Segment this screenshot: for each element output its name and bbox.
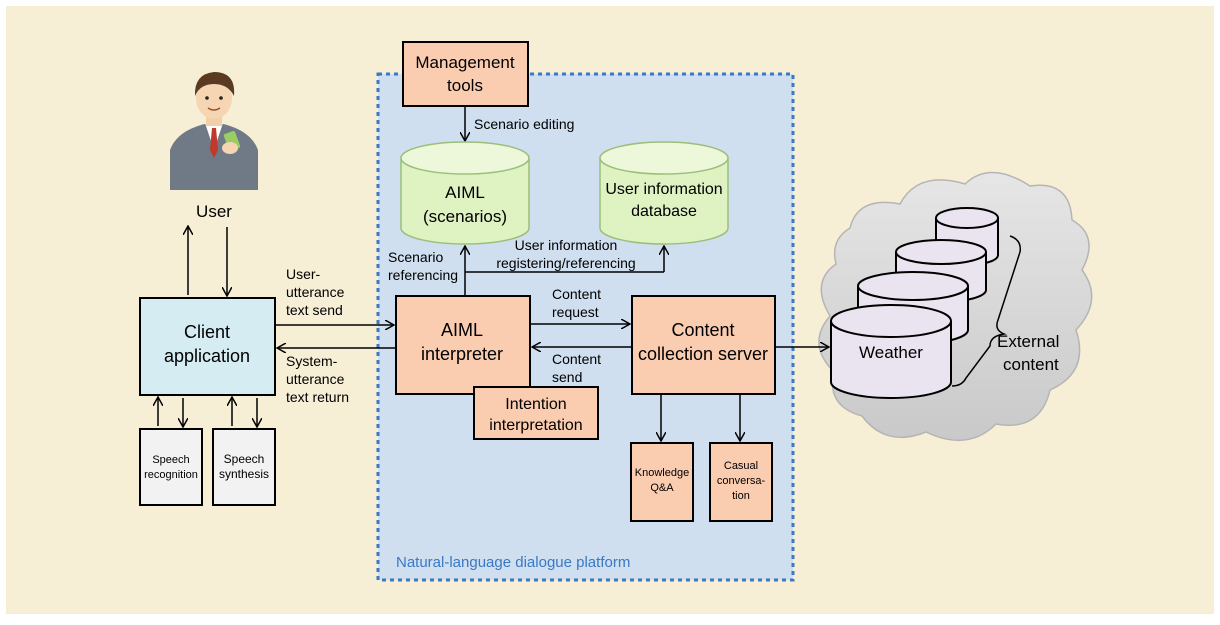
speech-synthesis-line1: Speech [224,452,265,466]
system-utterance-line1: System- [286,353,338,369]
speech-recognition-box [139,428,203,506]
management-line1: Management [415,53,515,72]
content-server-line1: Content [671,320,734,340]
content-send-line2: send [552,369,582,385]
speech-synthesis-box [212,428,276,506]
management-tools-box [402,41,529,107]
weather-cylinder [830,304,952,399]
client-label-line2: application [164,346,250,366]
content-request-line1: Content [552,286,601,302]
user-db-line1: User information [605,181,722,198]
user-utterance-line3: text send [286,302,343,318]
platform-label: Natural-language dialogue platform [396,554,630,571]
external-bracket [951,235,1022,387]
content-collection-server-box [631,295,776,395]
aiml-interpreter-box [395,295,531,395]
scenario-ref-line1: Scenario [388,249,443,265]
content-send-line1: Content [552,351,601,367]
external-line1: External [997,332,1059,351]
intention-interpretation-box [473,386,599,440]
user-info-ref-line2: registering/referencing [496,255,635,271]
aiml-db-line1: AIML [445,183,485,202]
knowledge-line2: Q&A [650,482,674,494]
casual-line2: conversa- [717,475,766,487]
management-line2: tools [447,76,483,95]
client-application-box [139,297,276,396]
speech-recognition-line2: recognition [144,469,198,481]
aiml-database-cylinder [400,141,530,245]
knowledge-qa-box [630,442,694,522]
speech-synthesis-line2: synthesis [219,467,269,481]
casual-line1: Casual [724,460,758,472]
user-label: User [196,202,232,221]
interpreter-line2: interpreter [421,344,503,364]
external-line2: content [1003,355,1059,374]
content-server-line2: collection server [638,344,768,364]
casual-conversation-box [709,442,773,522]
weather-label: Weather [859,343,923,362]
system-utterance-line2: utterance [286,371,345,387]
client-label-line1: Client [184,322,230,342]
content-request-line2: request [552,304,599,320]
system-utterance-line3: text return [286,389,349,405]
knowledge-line1: Knowledge [635,467,689,479]
user-info-ref-line1: User information [515,237,618,253]
scenario-editing-label: Scenario editing [474,116,574,132]
scenario-ref-line2: referencing [388,267,458,283]
intention-line2: interpretation [489,417,582,434]
user-utterance-line1: User- [286,266,321,282]
casual-line3: tion [732,490,750,502]
businessman-icon [170,72,258,190]
interpreter-line1: AIML [441,320,483,340]
intention-line1: Intention [505,396,566,413]
user-db-line2: database [631,203,697,220]
aiml-db-line2: (scenarios) [423,207,507,226]
user-utterance-line2: utterance [286,284,345,300]
speech-recognition-line1: Speech [152,454,189,466]
user-information-database-cylinder [599,141,729,245]
